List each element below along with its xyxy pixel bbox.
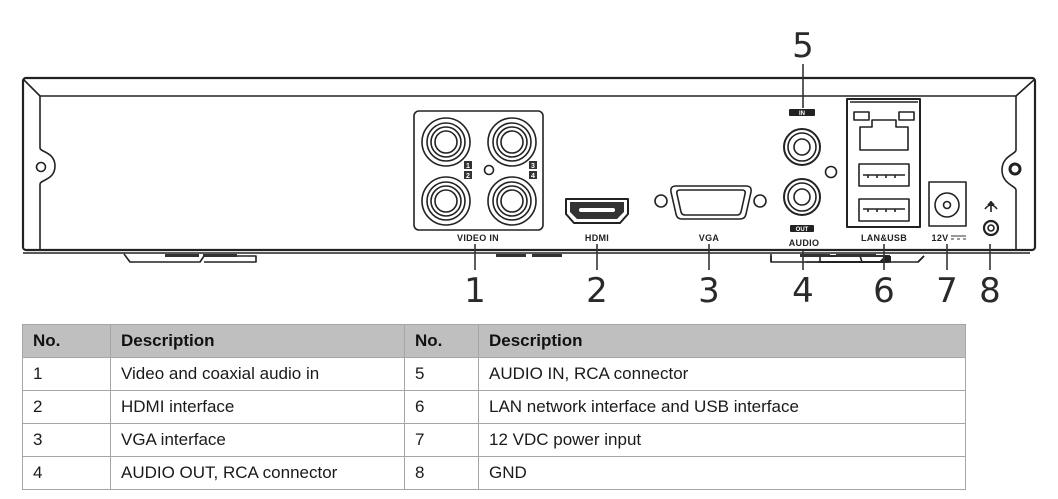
vga-port-icon <box>654 185 767 220</box>
table-header-row: No. Description No. Description <box>22 324 966 358</box>
bnc-connector-icon <box>487 117 537 167</box>
bnc-channel-1: 1 <box>466 163 470 170</box>
rj45-port-icon <box>853 111 915 151</box>
audio-in-badge: IN <box>799 111 805 117</box>
callout-3: 3 <box>698 271 720 311</box>
cell-description: Video and coaxial audio in <box>110 357 405 391</box>
chassis <box>21 76 1037 254</box>
header-description: Description <box>110 324 405 358</box>
hdmi-label: HDMI <box>585 233 609 243</box>
cell-no: 4 <box>22 456 111 490</box>
cell-no: 1 <box>22 357 111 391</box>
usb-port-icon <box>858 198 910 222</box>
lan-usb-block <box>846 98 921 228</box>
cell-description: VGA interface <box>110 423 405 457</box>
cell-no: 6 <box>404 390 479 424</box>
dc-symbol-icon <box>951 235 966 240</box>
audio-label: AUDIO <box>789 238 820 248</box>
cell-no: 8 <box>404 456 479 490</box>
cell-description: HDMI interface <box>110 390 405 424</box>
cell-description: 12 VDC power input <box>478 423 966 457</box>
rca-connector-icon-out <box>783 178 821 216</box>
table-row: 3 VGA interface 7 12 VDC power input <box>22 423 966 457</box>
port-description-table: No. Description No. Description 1 Video … <box>22 324 966 490</box>
lan-usb-label: LAN&USB <box>861 233 907 243</box>
mounting-hole-icon <box>1008 162 1022 176</box>
callout-leaders <box>474 64 991 270</box>
callout-8: 8 <box>979 271 1001 311</box>
chassis-foot-center <box>496 254 562 257</box>
power-label: 12V <box>932 233 949 243</box>
cell-description: GND <box>478 456 966 490</box>
header-description-2: Description <box>478 324 966 358</box>
table-row: 4 AUDIO OUT, RCA connector 8 GND <box>22 456 966 490</box>
chassis-foot-left <box>123 253 257 263</box>
vga-label: VGA <box>699 233 720 243</box>
rca-connector-icon-in <box>783 128 821 166</box>
cell-description: AUDIO OUT, RCA connector <box>110 456 405 490</box>
callout-2: 2 <box>586 271 608 311</box>
bnc-connector-icon <box>421 117 471 167</box>
video-in-block <box>413 110 544 231</box>
callout-5: 5 <box>792 26 814 66</box>
cell-no: 2 <box>22 390 111 424</box>
cell-no: 7 <box>404 423 479 457</box>
rear-panel-diagram: VIDEO IN HDMI VGA AUDIO IN OUT LAN&USB 1… <box>21 26 1037 311</box>
cell-no: 5 <box>404 357 479 391</box>
bnc-channel-2: 2 <box>466 173 470 180</box>
callout-7: 7 <box>936 271 958 311</box>
callout-4: 4 <box>792 271 814 311</box>
bnc-channel-3: 3 <box>531 163 535 170</box>
hdmi-port-icon <box>565 198 629 224</box>
cell-description: LAN network interface and USB interface <box>478 390 966 424</box>
mounting-hole-icon <box>35 161 47 173</box>
callout-1: 1 <box>464 271 486 311</box>
table-row: 1 Video and coaxial audio in 5 AUDIO IN,… <box>22 357 966 391</box>
cell-description: AUDIO IN, RCA connector <box>478 357 966 391</box>
usb-port-icon <box>858 163 910 187</box>
video-in-label: VIDEO IN <box>457 233 499 243</box>
header-no: No. <box>22 324 111 358</box>
bnc-channel-4: 4 <box>531 173 535 180</box>
header-no-2: No. <box>404 324 479 358</box>
dc-power-jack-icon <box>928 181 967 227</box>
cell-no: 3 <box>22 423 111 457</box>
table-row: 2 HDMI interface 6 LAN network interface… <box>22 390 966 424</box>
chassis-foot-right <box>770 254 925 263</box>
audio-out-badge: OUT <box>796 227 809 233</box>
callout-6: 6 <box>873 271 895 311</box>
bnc-connector-icon <box>421 176 471 226</box>
ground-terminal-icon <box>982 201 1000 237</box>
bnc-connector-icon <box>487 176 537 226</box>
